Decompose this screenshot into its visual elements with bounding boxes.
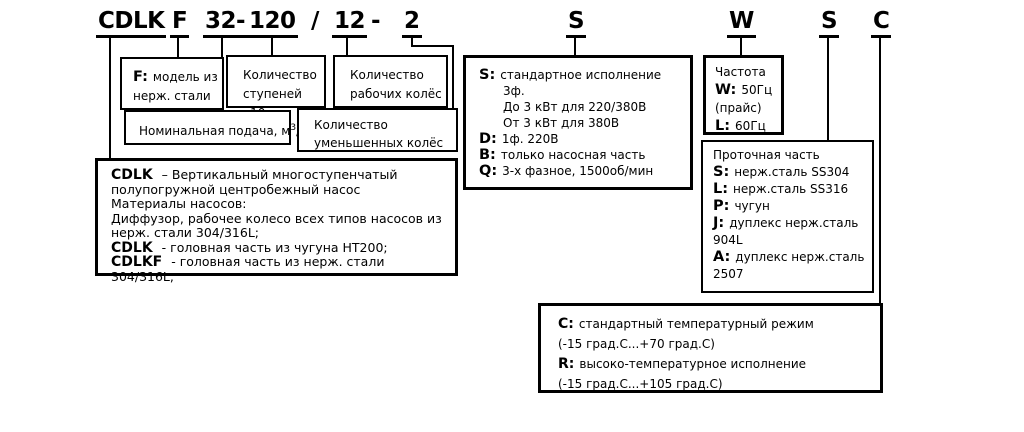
flowpath-option-a: A:дуплекс нерж.сталь bbox=[713, 249, 865, 265]
power-option-d: D:1ф. 220В bbox=[479, 131, 559, 147]
frequency-option-w-note: (прайс) bbox=[715, 101, 762, 115]
code-head: 120 bbox=[247, 8, 298, 38]
code-series: CDLK bbox=[96, 8, 167, 38]
flowpath-option-p: P:чугун bbox=[713, 198, 770, 214]
series-description-line2: Материалы насосов: bbox=[111, 196, 247, 211]
box-flowpath-materials: Проточная часть S:нерж.сталь SS304 L:нер… bbox=[701, 140, 874, 293]
connector-impellers-v2 bbox=[452, 45, 454, 108]
code-dash: - bbox=[371, 8, 381, 34]
flowpath-title: Проточная часть bbox=[713, 148, 820, 162]
box-impellers: Количество рабочих колёс bbox=[333, 55, 448, 108]
connector-power bbox=[574, 37, 576, 55]
box-series-description: CDLK – Вертикальный многоступенчатый пол… bbox=[95, 158, 458, 283]
frequency-title: Частота bbox=[715, 65, 766, 79]
series-description-line5: CDLKF - головная часть из нерж. стали 30… bbox=[111, 254, 385, 284]
code-frequency: W bbox=[727, 8, 756, 38]
code-impellers: 2 bbox=[402, 8, 422, 38]
box-power-options: S:стандартное исполнение 3ф. До 3 кВт дл… bbox=[463, 55, 693, 190]
connector-impellers-v1 bbox=[411, 37, 413, 47]
nominal-flow-label: Номинальная подача, м3/ч bbox=[139, 123, 307, 138]
code-material-model: F bbox=[170, 8, 190, 38]
temperature-option-r: R:высоко-температурное исполнение bbox=[558, 356, 807, 372]
connector-frequency bbox=[740, 37, 742, 55]
code-slash: / bbox=[311, 8, 319, 34]
connector-flowpath bbox=[827, 37, 829, 140]
power-option-b: B:только насосная часть bbox=[479, 147, 646, 163]
flowpath-option-j-note: 904L bbox=[713, 233, 743, 247]
series-description-line3: Диффузор, рабочее колесо всех типов насо… bbox=[111, 210, 442, 240]
box-reduced-impellers: Количество уменьшенных колёс bbox=[297, 108, 458, 152]
power-option-s-note1: 3ф. bbox=[503, 84, 525, 98]
power-option-q: Q:3-х фазное, 1500об/мин bbox=[479, 163, 654, 179]
box-stages: Количество ступеней x10 bbox=[226, 55, 326, 120]
flowpath-option-l: L:нерж.сталь SS316 bbox=[713, 181, 849, 197]
material-model-key: F: bbox=[133, 69, 148, 85]
temperature-option-c: C:стандартный температурный режим bbox=[558, 316, 814, 332]
flowpath-option-j: J:дуплекс нерж.сталь bbox=[713, 215, 859, 231]
frequency-option-w: W:50Гц bbox=[715, 82, 773, 98]
code-power: S bbox=[566, 8, 587, 38]
code-flowpath: S bbox=[819, 8, 840, 38]
power-option-s-note3: От 3 кВт для 380В bbox=[503, 116, 620, 130]
code-stages: 12 bbox=[332, 8, 368, 38]
power-option-s: S:стандартное исполнение bbox=[479, 67, 662, 83]
temperature-option-r-range: (-15 град.С...+105 град.С) bbox=[558, 377, 723, 391]
reduced-impellers-label: Количество уменьшенных колёс bbox=[314, 118, 444, 150]
code-flow: 32- bbox=[203, 8, 248, 38]
code-temperature: C bbox=[871, 8, 892, 38]
connector-head bbox=[271, 37, 273, 55]
box-nominal-flow: Номинальная подача, м3/ч bbox=[124, 110, 307, 145]
series-description-line1: CDLK – Вертикальный многоступенчатый пол… bbox=[111, 167, 398, 197]
box-temperature-options: C:стандартный температурный режим (-15 г… bbox=[538, 303, 883, 393]
frequency-option-l: L:60Гц bbox=[715, 118, 766, 134]
box-frequency-options: Частота W:50Гц (прайс) L:60Гц bbox=[703, 55, 784, 135]
series-description-line4: CDLK - головная часть из чугуна HT200; bbox=[111, 239, 388, 256]
temperature-option-c-range: (-15 град.С...+70 град.С) bbox=[558, 337, 715, 351]
connector-temperature bbox=[879, 37, 881, 303]
flowpath-option-s: S:нерж.сталь SS304 bbox=[713, 164, 850, 180]
connector-impellers-h bbox=[411, 45, 454, 47]
power-option-s-note2: До 3 кВт для 220/380В bbox=[503, 100, 647, 114]
flowpath-option-a-note: 2507 bbox=[713, 267, 744, 281]
connector-model bbox=[177, 37, 179, 57]
connector-stages bbox=[346, 37, 348, 55]
impellers-label: Количество рабочих колёс bbox=[350, 68, 442, 101]
material-model-label: модель из нерж. стали bbox=[133, 70, 218, 103]
box-material-model: F:модель из нерж. стали bbox=[120, 57, 224, 110]
connector-series bbox=[109, 37, 111, 158]
